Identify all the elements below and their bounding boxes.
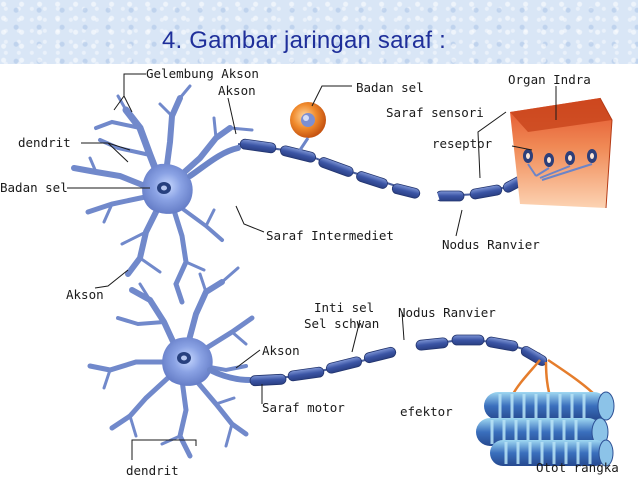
sense-organ xyxy=(510,97,613,209)
label-akson-top: Akson xyxy=(218,83,256,98)
label-reseptor: reseptor xyxy=(432,136,493,151)
muscle-fiber-2 xyxy=(476,417,609,447)
label-sel-schwan: Sel schwan xyxy=(304,316,379,331)
label-saraf-sensori: Saraf sensori xyxy=(386,105,484,120)
label-nodus-ranvier-bottom: Nodus Ranvier xyxy=(398,305,496,320)
label-gelembung-akson: Gelembung Akson xyxy=(146,66,259,81)
label-dendrit-bottom: dendrit xyxy=(126,463,179,478)
neuron-diagram: Gelembung Akson Akson Badan sel Organ In… xyxy=(0,66,619,478)
label-inti-sel: Inti sel xyxy=(314,300,374,315)
motor-neuron xyxy=(87,266,615,467)
sensory-axon xyxy=(237,138,541,202)
label-efektor: efektor xyxy=(400,404,453,419)
label-akson-left: Akson xyxy=(66,287,104,302)
label-saraf-intermediet: Saraf Intermediet xyxy=(266,228,394,243)
motor-myelin-sheaths xyxy=(249,334,548,387)
label-organ-indra: Organ Indra xyxy=(508,72,591,87)
muscle-fiber-1 xyxy=(484,391,615,421)
muscle-fiber-3 xyxy=(490,439,614,467)
title-banner: 4. Gambar jaringan saraf : xyxy=(0,0,638,64)
motor-axon xyxy=(249,334,597,403)
label-badan-sel-left: Badan sel xyxy=(0,180,68,195)
sensory-dendrites xyxy=(71,84,254,305)
pointer-lines xyxy=(67,73,557,460)
label-saraf-motor: Saraf motor xyxy=(262,400,345,415)
sensory-neuron xyxy=(71,84,613,305)
skeletal-muscle xyxy=(476,391,615,467)
label-dendrit-top: dendrit xyxy=(18,135,71,150)
label-nodus-ranvier-top: Nodus Ranvier xyxy=(442,237,540,252)
labels: Gelembung Akson Akson Badan sel Organ In… xyxy=(0,66,619,478)
label-akson-bottom: Akson xyxy=(262,343,300,358)
slide-title: 4. Gambar jaringan saraf : xyxy=(162,27,447,54)
label-otot-rangka: Otot rangka xyxy=(536,460,619,475)
myelin-sheaths xyxy=(239,138,534,202)
label-badan-sel-right: Badan sel xyxy=(356,80,424,95)
